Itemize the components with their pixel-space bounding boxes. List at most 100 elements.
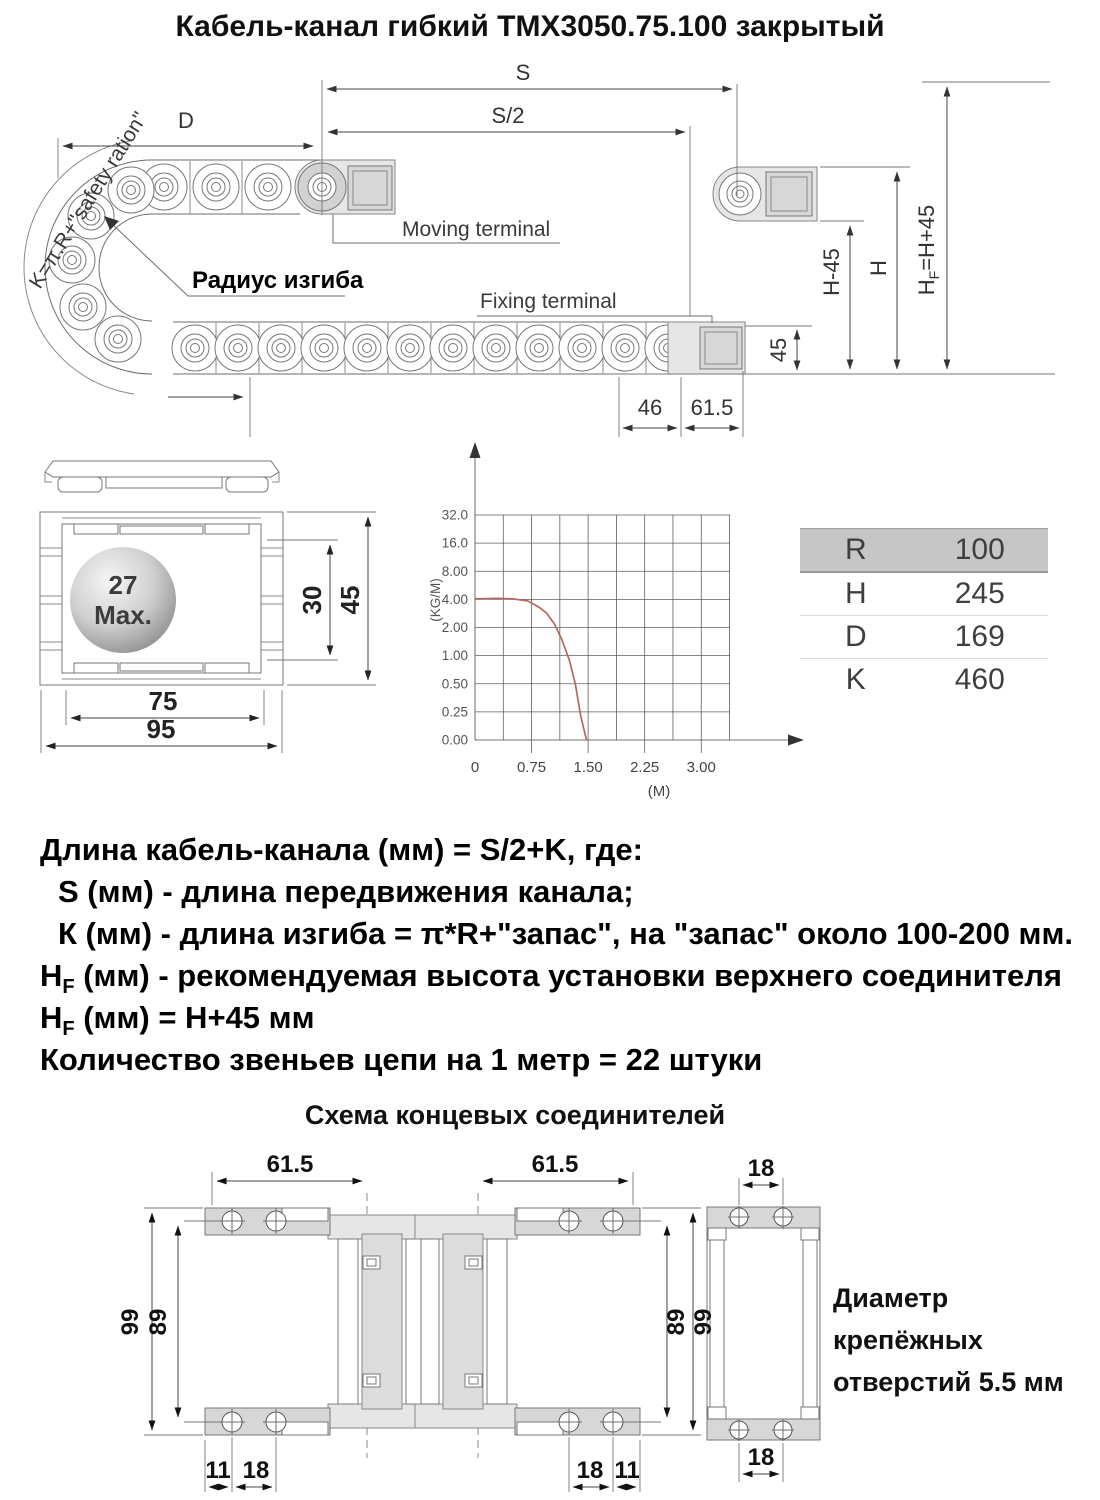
left-connector-dims: 61.5 99 89 11 18: [117, 1151, 363, 1492]
load-curve: [474, 597, 588, 741]
moving-terminal-block: [294, 159, 396, 215]
page-title: Кабель-канал гибкий ТМХ3050.75.100 закры…: [175, 10, 885, 43]
dim-right-11: 11: [614, 1457, 639, 1484]
param-value: 245: [954, 577, 1005, 610]
hf-rest: =H+45: [914, 205, 939, 271]
dim-hf-label: HF=H+45: [914, 205, 942, 296]
table-row: K 460: [800, 658, 1048, 701]
formula-line-5: HF (мм) = H+45 мм: [40, 1000, 315, 1041]
x-tick-label: 0.75: [517, 759, 546, 776]
formula-line-4-text: (мм) - рекомендуемая высота установки ве…: [74, 958, 1062, 993]
chart-x-axis-label: (M): [648, 783, 671, 800]
x-tick-label: 2.25: [630, 759, 659, 776]
formula-line-6: Количество звеньев цепи на 1 метр = 22 ш…: [40, 1042, 763, 1077]
table-row: H 245: [800, 573, 1048, 615]
chain-links: [48, 163, 692, 372]
dim-h45-label: H-45: [819, 248, 844, 296]
chart-axes: [469, 442, 804, 746]
dim-left-18: 18: [243, 1457, 270, 1484]
formula-line-1: Длина кабель-канала (мм) = S/2+K, где:: [40, 832, 643, 867]
max-cable-ball: 27 Max.: [70, 547, 176, 653]
dim-left-99: 99: [117, 1309, 144, 1336]
right-connector-dims: 61.5 89 99 18 11: [482, 1151, 717, 1492]
param-value: 460: [954, 663, 1005, 696]
y-tick-label: 0.25: [442, 704, 468, 719]
param-name: D: [844, 620, 867, 653]
y-tick-label: 32.0: [442, 508, 468, 523]
y-tick-label: 8.00: [442, 564, 468, 579]
fixing-terminal-label: Fixing terminal: [480, 290, 617, 313]
cross-section-diagram: 27 Max. 30 45 75 95: [39, 460, 376, 753]
bend-radius-label: Радиус изгиба: [192, 267, 364, 294]
x-axis-arrow: [788, 734, 804, 746]
hf-subscript: F: [62, 1018, 75, 1041]
dim-45-label: 45: [766, 338, 791, 362]
connector-side-right: [414, 1192, 641, 1459]
connector-end-view: [706, 1206, 821, 1441]
dim-46-label: 46: [638, 395, 662, 420]
chart-grid-vertical: [502, 515, 730, 740]
connectors-title: Схема концевых соединителей: [304, 1100, 726, 1130]
x-tick-label: 0: [471, 759, 479, 776]
table-row: R 100: [800, 528, 1048, 573]
dim-615-top-label: 61.5: [691, 395, 734, 420]
moving-terminal-label: Moving terminal: [402, 218, 550, 241]
chart-y-tick-labels: 32.016.08.004.002.001.000.500.250.00: [442, 508, 468, 748]
y-tick-label: 2.00: [442, 620, 468, 635]
chart-grid-horizontal: [475, 514, 730, 713]
hf-main: H: [914, 279, 939, 295]
end-connectors-diagram: 61.5 99 89 11 18 61.5 89 99: [117, 1151, 821, 1492]
hf-symbol: H: [40, 958, 63, 993]
y-tick-label: 0.50: [442, 676, 468, 691]
y-axis-arrow: [469, 442, 481, 458]
outer-height-label: 45: [335, 586, 365, 615]
inner-width-label: 75: [149, 686, 178, 716]
dim-d-label: D: [178, 108, 194, 133]
param-name: K: [845, 663, 866, 696]
dim-s: S: [321, 60, 738, 215]
fixing-terminal-callout: Fixing terminal: [477, 290, 713, 323]
lid-profile: [44, 460, 280, 493]
formula-line-3: К (мм) - длина изгиба = π*R+"запас", на …: [58, 916, 1074, 951]
hf-sub: F: [926, 271, 942, 280]
parameters-table: R 100 H 245 D 169 K 460: [800, 528, 1048, 701]
outer-width-label: 95: [147, 714, 176, 744]
table-row: D 169: [800, 615, 1048, 658]
chart-tick-stubs: [531, 740, 702, 753]
hf-subscript: F: [62, 976, 75, 999]
k-arc: [23, 140, 135, 395]
dim-left-615: 61.5: [267, 1151, 314, 1178]
upper-terminal-block: [712, 166, 818, 222]
param-value: 169: [954, 620, 1005, 653]
dim-left-11: 11: [205, 1457, 230, 1484]
dim-s2: S/2: [327, 103, 691, 316]
pitch-dims: 46 61.5: [168, 371, 744, 437]
dim-end-18-bottom: 18: [748, 1444, 775, 1471]
param-name: H: [844, 577, 867, 610]
x-tick-label: 1.50: [574, 759, 603, 776]
hf-symbol: H: [40, 1000, 63, 1035]
dim-h-label: H: [866, 260, 891, 276]
chart-y-axis-label: (KG/M): [428, 578, 443, 622]
formula-line-4: HF (мм) - рекомендуемая высота установки…: [40, 958, 1062, 999]
dim-right-89: 89: [663, 1309, 690, 1336]
section-dims: 30 45 75 95: [40, 511, 376, 753]
end-view-dims: 18 18: [738, 1155, 784, 1482]
y-tick-label: 0.00: [442, 733, 468, 748]
dim-s-label: S: [516, 60, 531, 85]
height-dims: 45 H-45 H HF=H+45: [610, 81, 1055, 375]
y-tick-label: 16.0: [442, 536, 468, 551]
ball-diameter-value: 27: [109, 570, 138, 600]
formula-line-5-text: (мм) = H+45 мм: [74, 1000, 315, 1035]
hole-diameter-note-3: отверстий 5.5 мм: [833, 1367, 1064, 1397]
moving-terminal-callout: Moving terminal: [332, 214, 560, 244]
param-name: R: [844, 533, 867, 566]
cable-chain-diagram: S S/2 D K=π.R+"safety ration" Радиус изг…: [23, 60, 1055, 437]
inner-height-label: 30: [297, 586, 327, 615]
param-value: 100: [954, 533, 1005, 566]
bend-radius-callout: Радиус изгиба: [104, 216, 364, 297]
ball-max-label: Max.: [94, 600, 152, 630]
